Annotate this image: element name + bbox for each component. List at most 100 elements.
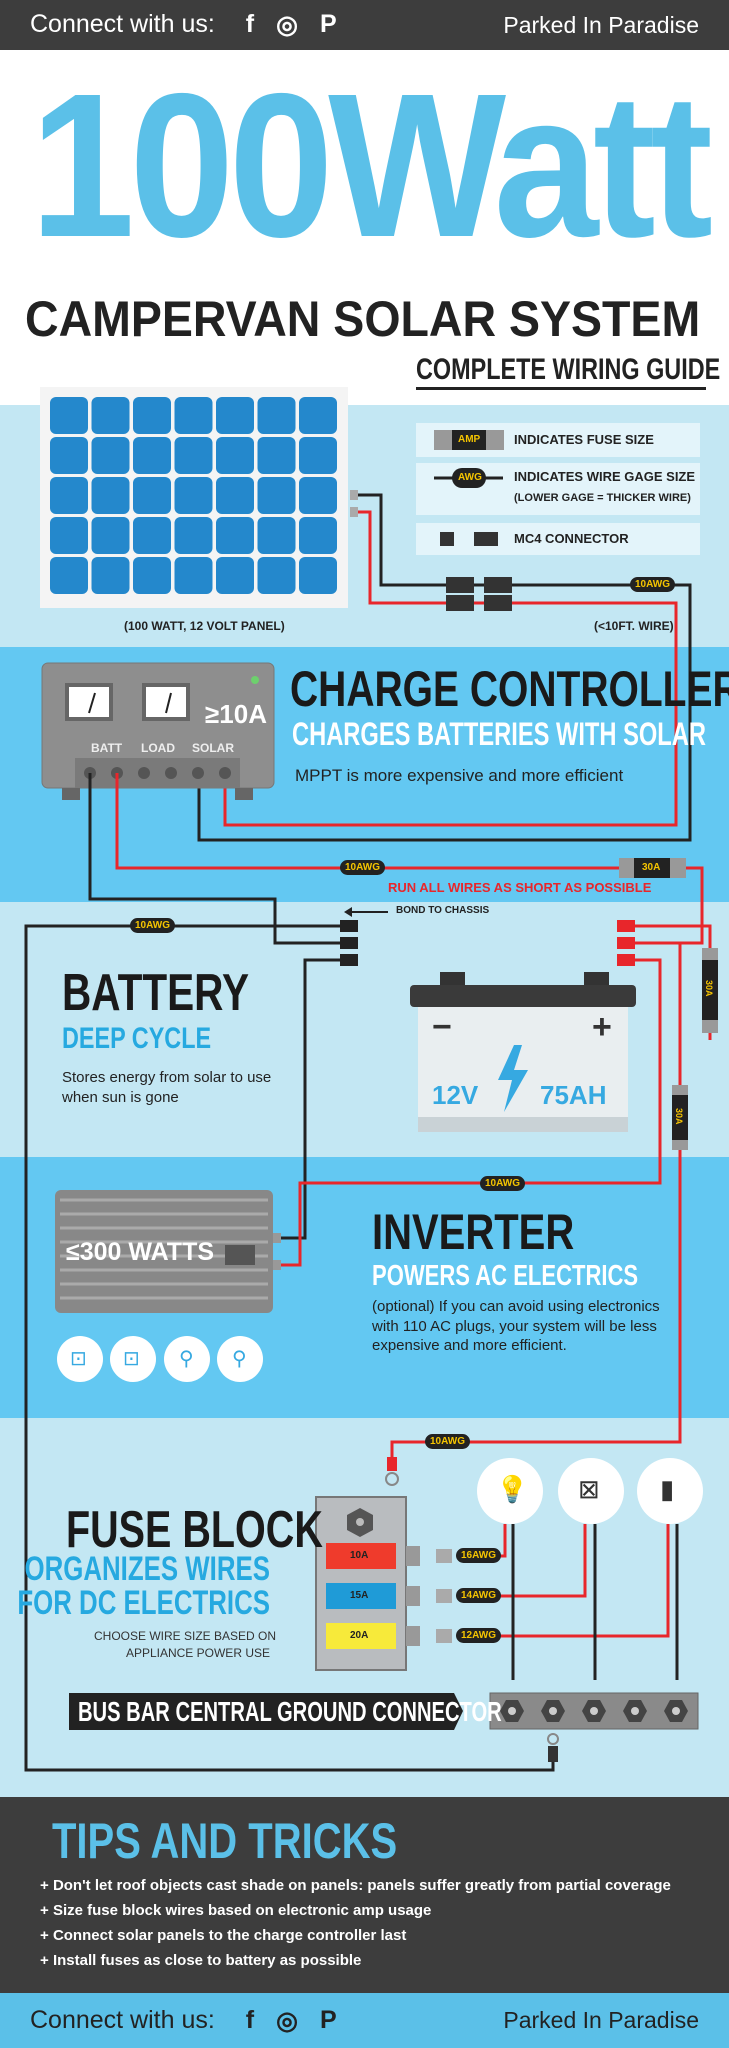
battery-text: Stores energy from solar to use when sun…	[62, 1069, 272, 1107]
solar-cell	[133, 557, 171, 594]
solar-cell	[133, 517, 171, 554]
battery-capacity: 75AH	[540, 1080, 607, 1110]
legend-wire: INDICATES WIRE GAGE SIZE	[514, 469, 696, 484]
appliance-wire	[500, 1524, 670, 1638]
footer-bar: Connect with us: f◎P Parked In Paradise	[0, 1993, 729, 2048]
tip-item: Don't let roof objects cast shade on pan…	[40, 1877, 671, 1894]
fuse-tag: 30A	[704, 980, 714, 997]
note-line: CHOOSE WIRE SIZE BASED ON	[94, 1629, 277, 1643]
main-title: 100Watt	[30, 51, 713, 280]
solar-cell	[91, 397, 130, 434]
port-batt: BATT	[91, 741, 123, 755]
bus-bar-label: BUS BAR CENTRAL GROUND CONNECTOR	[78, 1696, 502, 1727]
inverter-device	[55, 1190, 281, 1313]
solar-cell	[257, 397, 296, 434]
solar-cell	[50, 557, 88, 594]
solar-cell	[299, 477, 337, 514]
solar-cell	[50, 437, 88, 474]
port-solar: SOLAR	[192, 741, 234, 755]
fuse	[326, 1583, 396, 1609]
charge-controller-device	[41, 662, 275, 800]
solar-cell	[174, 397, 213, 434]
solar-cell	[174, 557, 213, 594]
solar-cell	[216, 477, 254, 514]
tips-list: Don't let roof objects cast shade on pan…	[40, 1877, 671, 1977]
inverter-text: (optional) If you can avoid using electr…	[372, 1298, 660, 1354]
inverter-subtitle: POWERS AC ELECTRICS	[372, 1260, 639, 1292]
tip-item: Connect solar panels to the charge contr…	[40, 1927, 671, 1944]
fan-icon: ⊠	[578, 1474, 600, 1504]
fuse-tag: 30A	[642, 862, 661, 873]
ground-gauge-tag: 10AWG	[130, 918, 176, 933]
battery-subtitle: DEEP CYCLE	[62, 1022, 212, 1055]
charge-controller-subtitle: CHARGES BATTERIES WITH SOLAR	[292, 716, 706, 752]
fuse-block-note: CHOOSE WIRE SIZE BASED ON APPLIANCE POWER…	[94, 1628, 277, 1662]
pinterest-icon[interactable]: P	[319, 10, 337, 38]
solar-cell	[133, 477, 171, 514]
wire-gauge-tag: 12AWG	[456, 1628, 502, 1643]
solar-cell	[216, 397, 254, 434]
fuse-amp-label: 15A	[350, 1590, 369, 1601]
minus-terminal: −	[432, 1008, 452, 1046]
tip-item: Install fuses as close to battery as pos…	[40, 1952, 671, 1969]
solar-cell	[91, 517, 130, 554]
tips-title: TIPS AND TRICKS	[52, 1813, 398, 1869]
wire-gauge-tag: 10AWG	[340, 860, 386, 875]
wire-gauge-tag: 10AWG	[480, 1176, 526, 1191]
fuse-tag: 30A	[674, 1108, 684, 1125]
legend-mc4: MC4 CONNECTOR	[514, 531, 629, 546]
connect-label: Connect with us:	[30, 10, 215, 38]
tip-item: Size fuse block wires based on electroni…	[40, 1902, 671, 1919]
charge-controller-title: CHARGE CONTROLLER	[290, 661, 729, 717]
solar-cell	[50, 477, 88, 514]
fuse-block-subtitle-1: ORGANIZES WIRES	[24, 1550, 270, 1588]
note-line: APPLIANCE POWER USE	[125, 1645, 270, 1660]
battery-voltage: 12V	[432, 1080, 479, 1110]
solar-cell	[133, 437, 171, 474]
inverter-title: INVERTER	[372, 1204, 575, 1260]
wire-length-note: (<10FT. WIRE)	[594, 619, 674, 633]
instagram-icon[interactable]: ◎	[276, 11, 298, 39]
solar-cell	[299, 557, 337, 594]
usb-icon: ⚲	[232, 1348, 247, 1370]
facebook-icon[interactable]: f	[245, 10, 255, 38]
pinterest-icon[interactable]: P	[319, 2005, 337, 2034]
top-bar: Connect with us: f ◎ P Parked In Paradise	[0, 0, 729, 50]
solar-cell	[91, 477, 130, 514]
fuse-amp-label: 20A	[350, 1630, 369, 1641]
solar-cell	[299, 397, 337, 434]
guide-title: COMPLETE WIRING GUIDE	[416, 353, 721, 386]
brand-name: Parked In Paradise	[503, 11, 699, 38]
solar-cell	[216, 557, 254, 594]
legend-fuse: INDICATES FUSE SIZE	[514, 432, 654, 447]
solar-cell	[174, 517, 213, 554]
solar-cell	[299, 517, 337, 554]
charge-controller-text: MPPT is more expensive and more efficien…	[295, 766, 624, 785]
facebook-icon[interactable]: f	[245, 2005, 255, 2034]
panel-caption: (100 WATT, 12 VOLT PANEL)	[124, 619, 285, 633]
solar-cell	[299, 437, 337, 474]
controller-rating: ≥10A	[205, 699, 267, 729]
solar-cell	[91, 557, 130, 594]
solar-cell	[257, 517, 296, 554]
ac-outlet-icon: ⊡	[70, 1348, 87, 1370]
solar-cell	[257, 437, 296, 474]
appliance-wire	[500, 1524, 507, 1558]
instagram-icon[interactable]: ◎	[276, 2006, 298, 2035]
battery-device	[410, 972, 636, 1132]
short-wires-note: RUN ALL WIRES AS SHORT AS POSSIBLE	[388, 880, 652, 895]
solar-cell	[257, 477, 296, 514]
inverter-rating: ≤300 WATTS	[66, 1238, 215, 1266]
solar-cell	[216, 517, 254, 554]
fuse-block-title: FUSE BLOCK	[66, 1501, 323, 1559]
solar-cell	[174, 477, 213, 514]
solar-cell	[50, 397, 88, 434]
wire-gauge-tag: 16AWG	[456, 1548, 502, 1563]
awg-tag: AWG	[458, 472, 482, 483]
bond-to-chassis-label: BOND TO CHASSIS	[396, 905, 490, 916]
fuse	[326, 1623, 396, 1649]
light-bulb-icon: 💡	[496, 1474, 529, 1504]
solar-panel	[40, 387, 358, 608]
ac-outlet-icon: ⊡	[123, 1348, 140, 1370]
